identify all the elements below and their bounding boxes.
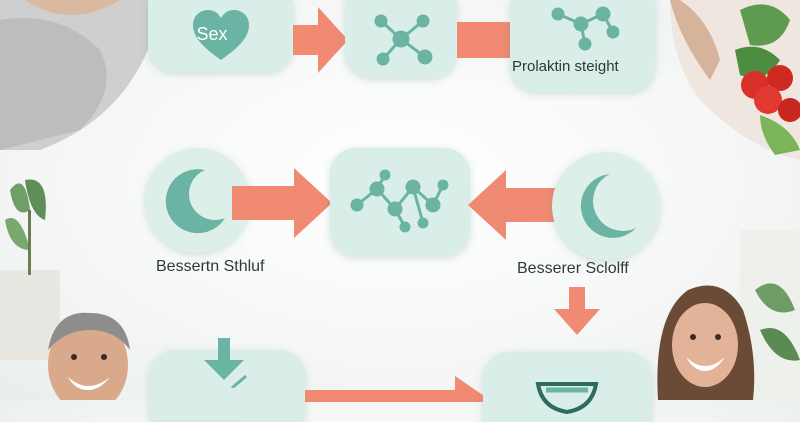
heart-icon (192, 10, 249, 60)
sex-node: Sex (148, 0, 293, 72)
man-grey-shirt-photo (0, 0, 150, 150)
vegetables-photo (640, 0, 800, 160)
smiling-man-photo (30, 305, 150, 400)
arrow-moon-to-center (232, 168, 332, 238)
arrow-sex-to-molecule (293, 7, 348, 73)
prolaktin-node: Prolaktin steight (510, 0, 655, 92)
schlaf-left-label: Bessertn Sthluf (156, 258, 265, 275)
moon-node-right (552, 152, 660, 260)
bowl-node (483, 352, 651, 422)
moon-icon (165, 169, 225, 234)
schlaf-right-label: Besserer Sclolff (517, 260, 629, 277)
down-arrow-icon (203, 338, 247, 388)
molecule-icon (551, 6, 619, 51)
arrow-down-right (554, 287, 600, 335)
molecule-icon (374, 14, 433, 66)
arrow-right-to-center (468, 170, 558, 240)
arrow-bottom (305, 376, 490, 402)
sex-label: Sex (196, 24, 228, 44)
moon-icon (580, 174, 636, 238)
molecule-node-center (330, 148, 470, 256)
molecule-node-top (345, 0, 457, 78)
bowl-icon (535, 382, 599, 415)
arrow-to-prolaktin (457, 22, 512, 58)
smiling-woman-photo (648, 275, 758, 400)
molecule-icon (350, 169, 449, 233)
prolaktin-label: Prolaktin steight (512, 58, 619, 75)
down-arrow-node (150, 338, 305, 420)
